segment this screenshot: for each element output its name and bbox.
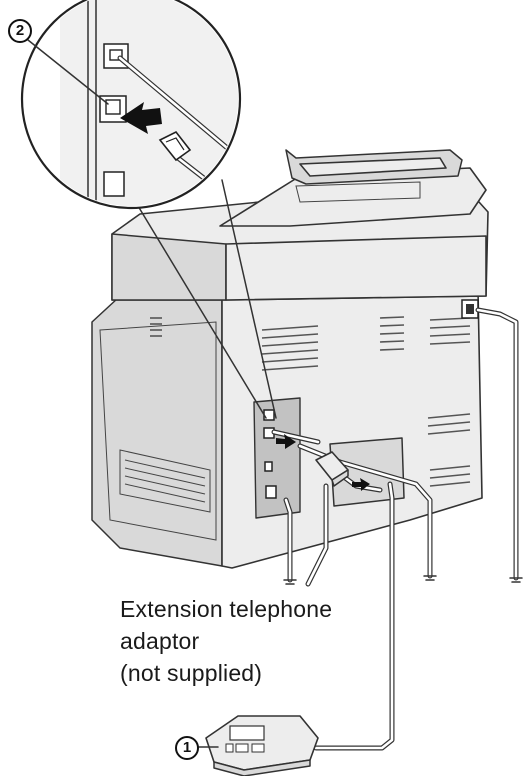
callout-2-leader bbox=[27, 39, 109, 105]
caption-line-2: adaptor bbox=[120, 628, 200, 654]
callout-1: 1 bbox=[175, 736, 199, 760]
caption-line-1: Extension telephone bbox=[120, 596, 333, 622]
adaptor-icon bbox=[315, 451, 349, 487]
telephone-icon bbox=[205, 715, 319, 776]
connect-arrow-icon bbox=[276, 434, 370, 491]
caption-line-3: (not supplied) bbox=[120, 660, 263, 686]
callout-2: 2 bbox=[8, 19, 32, 43]
rear-vents bbox=[150, 316, 471, 487]
magnifier-callout bbox=[20, 0, 277, 419]
insert-arrow-icon bbox=[120, 102, 162, 134]
adaptor-caption: Extension telephone adaptor (not supplie… bbox=[120, 593, 420, 689]
fax-machine bbox=[91, 149, 489, 569]
caption-leader-line bbox=[305, 483, 329, 587]
